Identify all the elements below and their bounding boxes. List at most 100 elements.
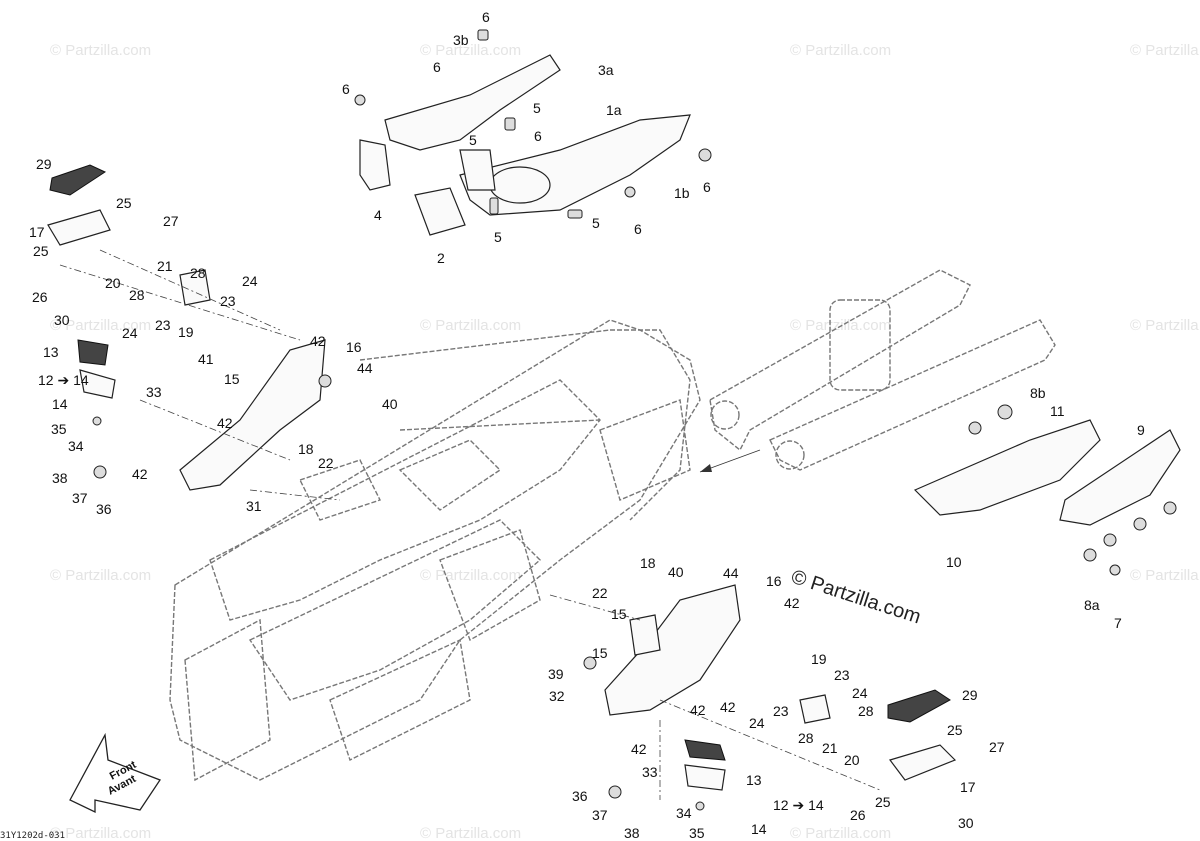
callout-label: 38 — [52, 470, 68, 486]
callout-label: 36 — [572, 788, 588, 804]
callout-label: 42 — [631, 741, 647, 757]
callout-label: 3b — [453, 32, 469, 48]
callout-label: 14 — [751, 821, 767, 837]
callout-label: 12 ➔ 14 — [38, 372, 89, 388]
callout-label: 24 — [242, 273, 258, 289]
callout-label: 15 — [611, 606, 627, 622]
callout-label: 10 — [946, 554, 962, 570]
callout-label: 20 — [105, 275, 121, 291]
callout-label: 21 — [157, 258, 173, 274]
callout-label: 23 — [220, 293, 236, 309]
callout-label: 25 — [33, 243, 49, 259]
callout-label: 20 — [844, 752, 860, 768]
callout-label: 6 — [482, 9, 490, 25]
callout-label: 6 — [342, 81, 350, 97]
callout-label: 37 — [592, 807, 608, 823]
callout-label: 28 — [129, 287, 145, 303]
vehicle-frame — [169, 319, 701, 782]
swing-arm — [699, 269, 1056, 473]
callout-label: 38 — [624, 825, 640, 841]
watermark: © Partzilla.com — [1130, 567, 1200, 584]
callout-label: 15 — [224, 371, 240, 387]
callout-label: 5 — [592, 215, 600, 231]
callout-label: 42 — [217, 415, 233, 431]
callout-label: 14 — [52, 396, 68, 412]
callout-label: 6 — [634, 221, 642, 237]
callout-label: 18 — [640, 555, 656, 571]
callout-label: 29 — [962, 687, 978, 703]
callout-label: 23 — [834, 667, 850, 683]
callout-label: 5 — [494, 229, 502, 245]
callout-label: 12 ➔ 14 — [773, 797, 824, 813]
callout-label: 33 — [642, 764, 658, 780]
callout-label: 6 — [534, 128, 542, 144]
watermark: © Partzilla.com — [420, 317, 521, 334]
callout-label: 19 — [178, 324, 194, 340]
callout-label: 31 — [246, 498, 262, 514]
callout-label: 40 — [668, 564, 684, 580]
skid-plate-assembly — [913, 404, 1181, 576]
watermark: © Partzilla.com — [420, 825, 521, 841]
callout-label: 28 — [798, 730, 814, 746]
callout-label: 44 — [723, 565, 739, 581]
upper-bracket-assembly — [354, 29, 712, 236]
front-direction-arrow: Front Avant — [69, 732, 161, 814]
watermark: © Partzilla.com — [790, 825, 891, 841]
callout-label: 36 — [96, 501, 112, 517]
callout-label: 44 — [357, 360, 373, 376]
callout-label: 32 — [549, 688, 565, 704]
callout-label: 23 — [155, 317, 171, 333]
callout-label: 17 — [29, 224, 45, 240]
callout-label: 19 — [811, 651, 827, 667]
callout-label: 42 — [720, 699, 736, 715]
callout-label: 30 — [54, 312, 70, 328]
callout-label: 5 — [533, 100, 541, 116]
callout-label: 42 — [690, 702, 706, 718]
callout-label: 35 — [689, 825, 705, 841]
left-footrest-assembly — [47, 164, 341, 501]
callout-label: 27 — [163, 213, 179, 229]
watermark-main: © Partzilla.com — [788, 566, 923, 629]
callout-label: 28 — [858, 703, 874, 719]
callout-label: 21 — [822, 740, 838, 756]
callout-label: 16 — [346, 339, 362, 355]
watermark: © Partzilla.com — [1130, 42, 1200, 59]
callout-label: 27 — [989, 739, 1005, 755]
callout-label: 1a — [606, 102, 622, 118]
callout-label: 6 — [703, 179, 711, 195]
callout-label: 7 — [1114, 615, 1122, 631]
callout-label: 42 — [784, 595, 800, 611]
callout-label: 9 — [1137, 422, 1145, 438]
callout-label: 34 — [68, 438, 84, 454]
callout-label: 13 — [43, 344, 59, 360]
callout-label: 4 — [374, 207, 382, 223]
callout-label: 22 — [318, 455, 334, 471]
callout-label: 15 — [592, 645, 608, 661]
callout-label: 25 — [116, 195, 132, 211]
callout-label: 28 — [190, 265, 206, 281]
callout-label: 42 — [132, 466, 148, 482]
callout-label: 25 — [875, 794, 891, 810]
callout-label: 23 — [773, 703, 789, 719]
callout-label: 5 — [469, 132, 477, 148]
callout-label: 22 — [592, 585, 608, 601]
callout-label: 26 — [850, 807, 866, 823]
callout-label: 39 — [548, 666, 564, 682]
callout-label: 8a — [1084, 597, 1100, 613]
callout-label: 40 — [382, 396, 398, 412]
callout-label: 1b — [674, 185, 690, 201]
callout-label: 41 — [198, 351, 214, 367]
callout-label: 3a — [598, 62, 614, 78]
callout-label: 16 — [766, 573, 782, 589]
callout-label: 33 — [146, 384, 162, 400]
callout-label: 24 — [122, 325, 138, 341]
callout-label: 35 — [51, 421, 67, 437]
callout-label: 37 — [72, 490, 88, 506]
drawing-id: 31Y1202d-031 — [0, 831, 65, 841]
watermark: © Partzilla.com — [50, 317, 151, 334]
watermark: © Partzilla.com — [50, 825, 151, 841]
callout-label: 11 — [1050, 403, 1065, 419]
watermark: © Partzilla.com — [50, 567, 151, 584]
